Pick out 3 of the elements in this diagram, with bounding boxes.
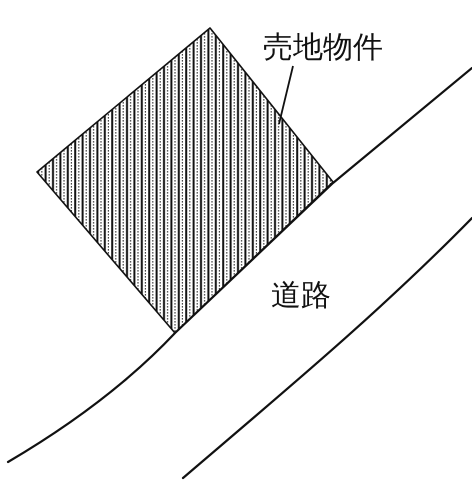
road-label: 道路 <box>271 279 331 313</box>
leader-line <box>278 66 294 124</box>
parcel-label: 売地物件 <box>263 31 383 65</box>
